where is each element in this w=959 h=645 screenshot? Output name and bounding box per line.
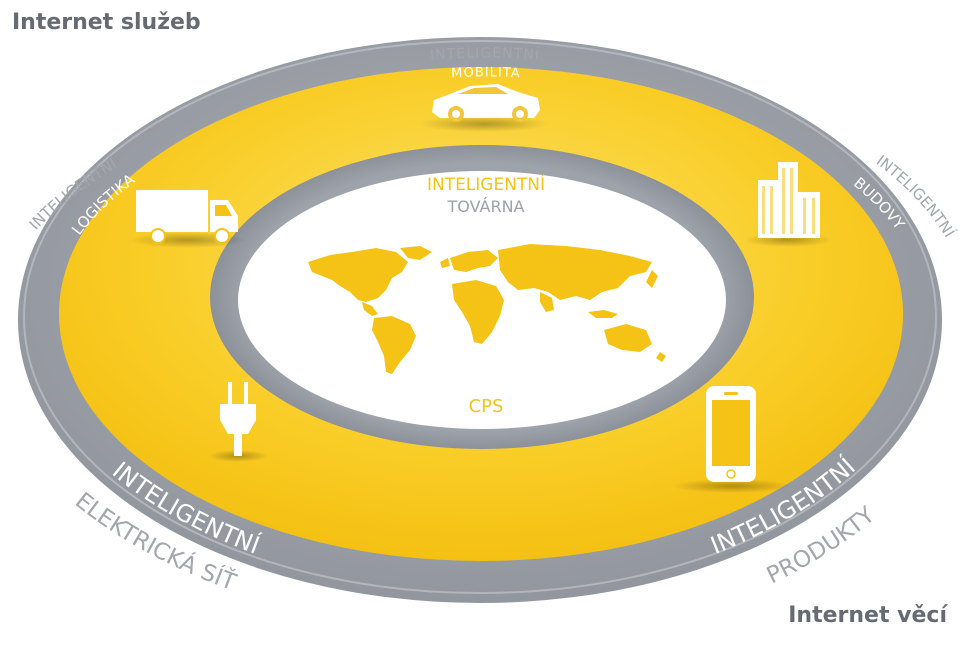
title-internet-services: Internet služeb <box>12 10 201 35</box>
world-map-icon <box>308 244 666 374</box>
title-internet-things: Internet věcí <box>788 603 947 628</box>
car-icon <box>420 84 548 132</box>
center-title-line2: TOVÁRNA <box>447 197 525 216</box>
mobility-inner-label: MOBILITA <box>451 65 521 81</box>
mobility-outer-label: INTELIGENTNÍ <box>429 45 540 63</box>
truck-icon <box>130 190 246 248</box>
outer-ring-highlight <box>23 40 937 594</box>
plug-icon <box>208 382 268 462</box>
smartphone-icon <box>672 386 792 493</box>
center-title-line1: INTELIGENTNÍ <box>427 173 545 195</box>
center-label-cps: CPS <box>469 396 504 417</box>
buildings-icon <box>744 162 832 247</box>
